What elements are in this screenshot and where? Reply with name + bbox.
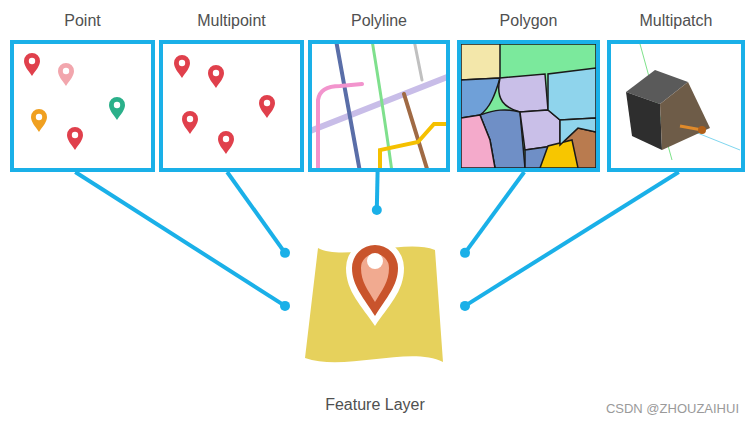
type-heading: Point <box>64 12 100 30</box>
connector-end <box>460 301 470 311</box>
type-heading: Multipoint <box>197 12 265 30</box>
type-heading: Polyline <box>351 12 407 30</box>
connector-line <box>465 172 679 306</box>
connector-line <box>465 172 524 253</box>
polyline-box: Polyline <box>308 40 450 172</box>
point-icons <box>24 53 125 150</box>
multipatch-model <box>626 44 740 160</box>
connector-end <box>460 248 470 258</box>
polygon-map <box>461 44 596 168</box>
connector-stroke <box>465 172 524 253</box>
connector-end <box>280 301 290 311</box>
connector-line <box>75 172 285 306</box>
connector-stroke <box>75 172 285 306</box>
multipoint-icons <box>174 55 275 154</box>
type-heading: Multipatch <box>640 12 713 30</box>
multipoint-box: Multipoint <box>159 40 304 172</box>
connector-end <box>372 205 382 215</box>
connector-stroke <box>227 172 285 253</box>
layer-label: Feature Layer <box>285 396 465 414</box>
watermark: CSDN @ZHOUZAIHUI <box>606 401 739 416</box>
feature-layer-icon <box>305 239 443 362</box>
connector-stroke <box>375 172 380 210</box>
connector-line <box>376 172 378 210</box>
point-box: Point <box>10 40 155 172</box>
feature-layer: Feature Layer <box>285 210 465 414</box>
connector-end <box>280 248 290 258</box>
polygon-box: Polygon <box>457 40 600 172</box>
type-heading: Polygon <box>500 12 558 30</box>
polyline-map <box>312 44 446 168</box>
multipatch-box: Multipatch <box>607 40 745 172</box>
connector-stroke <box>465 172 679 306</box>
connector-line <box>227 172 285 253</box>
